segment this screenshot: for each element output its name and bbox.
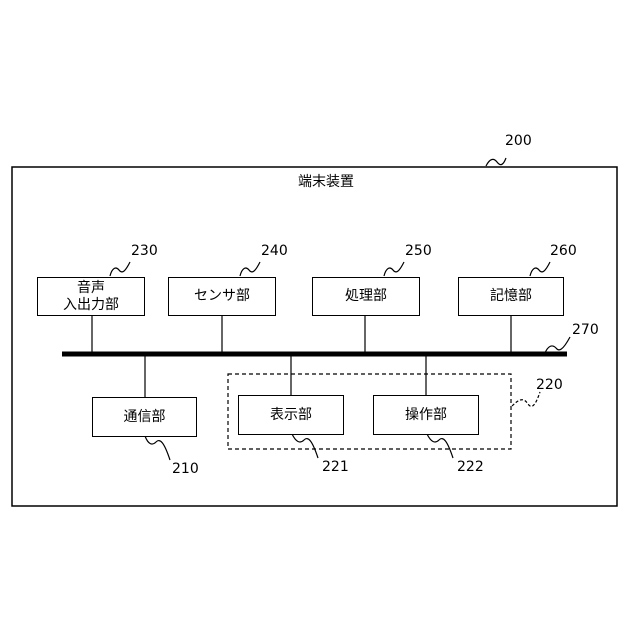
bus-ref: 270: [572, 322, 599, 338]
storage-block: 記憶部: [458, 277, 564, 316]
device-ref: 200: [505, 133, 532, 149]
audio-io-label-line1: 音声: [77, 280, 105, 297]
leader-230: [110, 262, 130, 276]
operation-ref: 222: [457, 459, 484, 475]
leader-200: [486, 158, 506, 166]
leader-240: [240, 262, 260, 276]
leader-250: [384, 262, 404, 276]
device-label: 端末装置: [298, 174, 354, 191]
communication-label: 通信部: [124, 409, 166, 426]
operation-label: 操作部: [405, 407, 447, 424]
leader-270: [545, 337, 570, 353]
audio-io-label-line2: 入出力部: [63, 297, 119, 314]
display-label: 表示部: [270, 407, 312, 424]
sensor-label: センサ部: [194, 288, 250, 305]
sensor-ref: 240: [261, 243, 288, 259]
communication-block: 通信部: [92, 397, 197, 437]
leader-222: [427, 434, 453, 458]
operation-block: 操作部: [373, 395, 479, 435]
storage-ref: 260: [550, 243, 577, 259]
sensor-block: センサ部: [168, 277, 276, 316]
processing-block: 処理部: [312, 277, 420, 316]
audio-io-block: 音声 入出力部: [37, 277, 145, 316]
processing-label: 処理部: [345, 288, 387, 305]
processing-ref: 250: [405, 243, 432, 259]
display-block: 表示部: [238, 395, 344, 435]
leader-220: [512, 392, 540, 406]
storage-label: 記憶部: [490, 288, 532, 305]
leader-210: [145, 436, 170, 460]
leader-221: [292, 434, 318, 458]
display-ref: 221: [322, 459, 349, 475]
communication-ref: 210: [172, 461, 199, 477]
ui-group-ref: 220: [536, 377, 563, 393]
leader-260: [530, 262, 550, 276]
device-frame: [12, 167, 617, 506]
audio-io-ref: 230: [131, 243, 158, 259]
